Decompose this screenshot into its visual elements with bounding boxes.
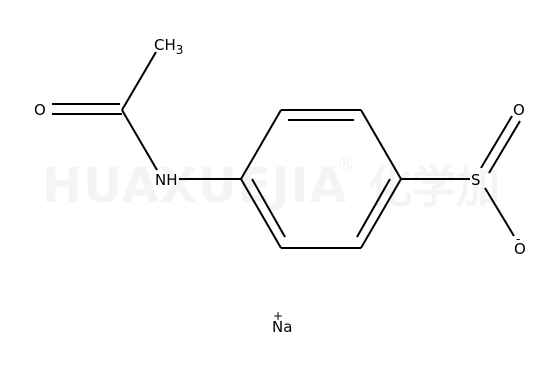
atom-methyl: CH3 xyxy=(154,36,183,57)
methyl-label: CH xyxy=(154,36,176,54)
watermark-latin: HUAXUEJIA xyxy=(42,158,347,214)
bond-sulfur-oxide xyxy=(484,187,515,237)
ring-bond-3 xyxy=(360,109,402,180)
ring-inner-right xyxy=(356,178,391,238)
oxide-charge: - xyxy=(516,232,520,246)
atom-sodium: Na xyxy=(272,318,292,336)
bonds xyxy=(52,51,521,249)
ring-bond-6 xyxy=(240,178,282,249)
bond-carbonyl-nh xyxy=(121,109,158,171)
ring-bond-1 xyxy=(240,109,282,180)
methyl-subscript: 3 xyxy=(176,43,184,57)
ring-bond-4 xyxy=(360,178,402,249)
atom-amide-nh: NH xyxy=(155,171,178,189)
watermark-chinese: 化学加 xyxy=(368,162,500,213)
atom-oxide-oxygen: O xyxy=(514,240,526,258)
atom-sulfinyl-oxygen: O xyxy=(513,101,525,119)
watermark-registered: ® xyxy=(337,154,355,175)
ring-inner-left xyxy=(251,178,286,238)
bond-methyl-carbonyl xyxy=(121,51,157,111)
watermark: HUAXUEJIA ® 化学加 xyxy=(42,154,500,214)
atom-sulfur: S xyxy=(471,171,481,189)
bond-sulfinyl-double-a xyxy=(480,115,513,169)
sodium-charge: + xyxy=(273,309,283,323)
atom-carbonyl-oxygen: O xyxy=(34,101,46,119)
atom-labels: CH3 O NH S O - O + Na xyxy=(34,36,526,336)
bond-sulfinyl-double-b xyxy=(488,120,521,174)
